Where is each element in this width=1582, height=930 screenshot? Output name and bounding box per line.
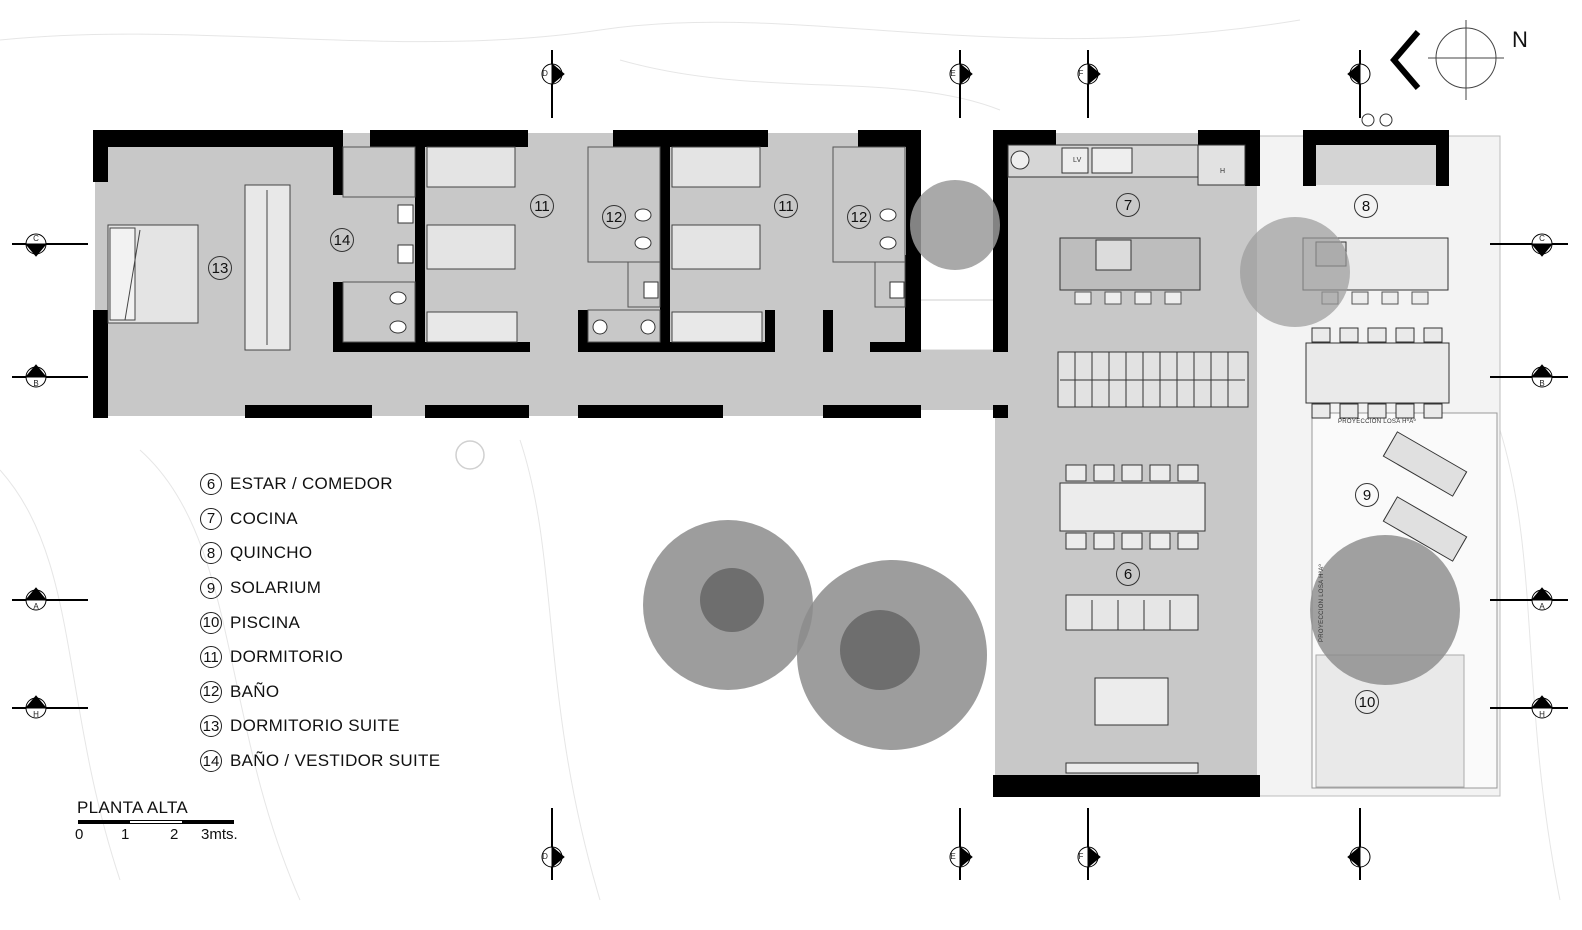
plan-title: PLANTA ALTA — [77, 798, 189, 817]
legend-item: 13 DORMITORIO SUITE — [200, 709, 440, 744]
dining-table — [1059, 464, 1206, 550]
legend-number: 12 — [200, 680, 222, 703]
room-legend: 6 ESTAR / COMEDOR 7 COCINA 8 QUINCHO 9 SOLAR… — [200, 467, 440, 778]
section-markers — [24, 62, 1554, 869]
legend-label: SOLARIUM — [230, 578, 322, 598]
sofa — [1065, 594, 1199, 631]
projection-label-solarium: PROYECCION LOSA HºAº — [1338, 419, 1417, 425]
projection-label-vertical: PROYECCION LOSA HºAº — [1319, 563, 1326, 643]
scale-tick: 0 — [75, 826, 84, 843]
section-tag-bottom-e: E — [950, 852, 956, 861]
section-tag-right-a: A — [1539, 602, 1545, 611]
legend-label: BAÑO — [230, 681, 280, 701]
scale-segment — [182, 820, 234, 824]
room-label-10: 10 — [1355, 690, 1379, 714]
section-tag-top-f: F — [1078, 69, 1084, 78]
room-label-14: 14 — [330, 228, 354, 252]
section-tag-right-h: H — [1539, 710, 1545, 719]
scale-bar — [78, 820, 234, 828]
legend-label: BAÑO / VESTIDOR SUITE — [230, 751, 441, 771]
legend-item: 14 BAÑO / VESTIDOR SUITE — [200, 744, 440, 779]
legend-number: 9 — [200, 577, 222, 600]
legend-number: 8 — [200, 542, 222, 565]
scale-tick: 1 — [121, 826, 130, 843]
laundry-label: LV — [1073, 157, 1082, 164]
legend-number: 10 — [200, 611, 222, 634]
legend-number: 7 — [200, 507, 222, 530]
legend-label: DORMITORIO SUITE — [230, 716, 400, 736]
legend-number: 13 — [200, 715, 222, 738]
scale-segment — [130, 820, 182, 824]
legend-label: QUINCHO — [230, 543, 313, 563]
room-label-8: 8 — [1354, 194, 1378, 218]
kitchen-furniture — [1007, 144, 1246, 291]
section-tag-left-a: A — [33, 602, 39, 611]
room-label-7: 7 — [1116, 193, 1140, 217]
bathroom-fixtures — [389, 204, 905, 335]
fridge-label: H — [1220, 168, 1226, 175]
north-arrow-icon — [1390, 20, 1504, 100]
section-tag-bottom-f: F — [1078, 852, 1084, 861]
section-tag-bottom-g: G — [1362, 852, 1370, 861]
section-tag-left-c: C — [33, 234, 39, 243]
section-tag-top-g: G — [1362, 69, 1370, 78]
scale-tick: 2 — [170, 826, 179, 843]
legend-number: 11 — [200, 646, 222, 669]
section-tag-bottom-d: D — [542, 852, 548, 861]
suite-bed — [107, 224, 199, 324]
legend-item: 11 DORMITORIO — [200, 640, 440, 675]
room-label-9: 9 — [1355, 483, 1379, 507]
staircase — [1057, 351, 1249, 408]
legend-item: 10 PISCINA — [200, 605, 440, 640]
coffee-table — [1094, 677, 1169, 726]
legend-label: ESTAR / COMEDOR — [230, 474, 393, 494]
section-tag-top-d: D — [542, 69, 548, 78]
room-label-6: 6 — [1116, 562, 1140, 586]
dorm-wardrobes — [426, 311, 763, 343]
room-label-11a: 11 — [530, 194, 554, 218]
tv-unit — [1065, 762, 1199, 774]
section-tag-top-e: E — [950, 69, 956, 78]
suite-wardrobe — [244, 184, 291, 351]
section-tag-right-b: B — [1539, 379, 1545, 388]
trees — [455, 180, 1460, 750]
legend-item: 6 ESTAR / COMEDOR — [200, 467, 440, 502]
partitions — [342, 146, 906, 343]
room-label-12b: 12 — [847, 205, 871, 229]
legend-item: 7 COCINA — [200, 502, 440, 537]
legend-label: PISCINA — [230, 612, 301, 632]
room-label-11b: 11 — [774, 194, 798, 218]
legend-label: DORMITORIO — [230, 647, 344, 667]
legend-item: 8 QUINCHO — [200, 536, 440, 571]
legend-item: 9 SOLARIUM — [200, 571, 440, 606]
scale-segment — [78, 820, 130, 824]
section-tag-right-c: C — [1539, 234, 1545, 243]
patio-strip — [919, 299, 996, 351]
room-label-12a: 12 — [602, 205, 626, 229]
sun-loungers — [1382, 431, 1468, 562]
legend-number: 14 — [200, 750, 222, 773]
room-label-13: 13 — [208, 256, 232, 280]
section-tag-left-b: B — [33, 379, 39, 388]
legend-item: 12 BAÑO — [200, 675, 440, 710]
terrain-contours — [0, 19, 1561, 901]
legend-number: 6 — [200, 473, 222, 496]
quincho-furniture — [1302, 113, 1450, 419]
kitchen-stools — [1074, 291, 1182, 305]
north-label: N — [1512, 27, 1528, 52]
scale-tick: 3mts. — [201, 826, 238, 843]
section-tag-left-h: H — [33, 710, 39, 719]
dorm-beds — [426, 146, 761, 270]
legend-label: COCINA — [230, 508, 298, 528]
